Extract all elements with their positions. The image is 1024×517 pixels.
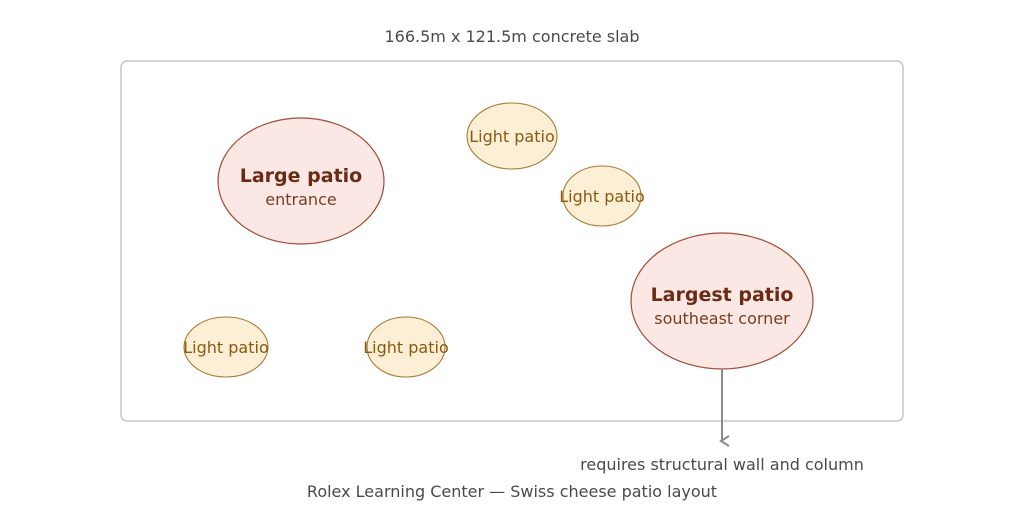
light-patio-3: Light patio <box>183 316 269 378</box>
light-patio-2-label: Light patio <box>559 187 644 206</box>
light-patio-1-label: Light patio <box>469 127 554 146</box>
light-patio-1: Light patio <box>466 102 558 170</box>
light-patio-4-label: Light patio <box>363 338 448 357</box>
light-patio-3-shape <box>183 316 269 378</box>
largest-patio-southeast: Largest patio southeast corner <box>630 232 814 370</box>
diagram-caption: Rolex Learning Center — Swiss cheese pat… <box>307 482 717 501</box>
large-patio-title: Large patio <box>240 165 362 187</box>
largest-patio-subtitle: southeast corner <box>654 309 790 328</box>
light-patio-3-label: Light patio <box>183 338 268 357</box>
large-patio-entrance: Large patio entrance <box>217 117 385 245</box>
light-patio-4-shape <box>366 316 446 378</box>
largest-patio-title: Largest patio <box>651 284 794 306</box>
light-patio-1-shape <box>466 102 558 170</box>
large-patio-subtitle: entrance <box>265 190 336 209</box>
large-patio-shape <box>217 117 385 245</box>
structural-note: requires structural wall and column <box>580 455 864 474</box>
light-patio-4: Light patio <box>363 316 449 378</box>
light-patio-2: Light patio <box>559 165 645 227</box>
slab-dimensions-label: 166.5m x 121.5m concrete slab <box>384 27 639 46</box>
light-patio-2-shape <box>562 165 642 227</box>
